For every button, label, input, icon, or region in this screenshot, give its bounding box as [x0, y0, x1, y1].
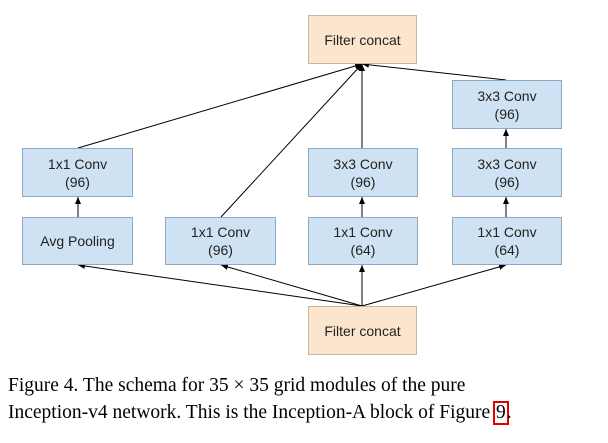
arrow-branch1-to-output [77, 63, 363, 149]
arrow-input-to-avg-pooling [77, 263, 363, 307]
node-label: 3x3 Conv [477, 155, 537, 172]
diagram-arrows [75, 61, 509, 307]
node-label: Avg Pooling [40, 233, 115, 249]
branch1-conv-1x1: 1x1 Conv (96) [22, 148, 133, 197]
arrow-branch2-to-output [220, 63, 363, 218]
branch4-conv-1x1: 1x1 Conv (64) [452, 217, 562, 265]
output-filter-concat: Filter concat [308, 15, 417, 64]
node-label: 1x1 Conv [477, 224, 537, 240]
caption-line-2: Inception-v4 network. This is the Incept… [8, 399, 604, 426]
branch3-conv-1x1: 1x1 Conv (64) [308, 217, 418, 265]
branch4-conv-3x3-top: 3x3 Conv (96) [452, 80, 562, 129]
caption-text: Inception-v4 network. This is the Incept… [8, 402, 496, 423]
branch1-avg-pooling: Avg Pooling [22, 217, 133, 265]
inception-a-diagram: Filter concat 3x3 Conv (96) 1x1 Conv (96… [22, 15, 562, 355]
node-label: 1x1 Conv [47, 155, 108, 172]
node-filters: (96) [208, 242, 233, 258]
caption-line-1: Figure 4. The schema for 35 × 35 grid mo… [8, 375, 466, 396]
caption-period: . [506, 402, 512, 423]
node-label: 1x1 Conv [333, 224, 393, 240]
node-label: 3x3 Conv [333, 155, 393, 172]
node-filters: (96) [65, 173, 90, 190]
node-label: Filter concat [324, 322, 401, 339]
node-label: Filter concat [324, 31, 401, 48]
branch4-conv-3x3-bottom: 3x3 Conv (96) [452, 148, 562, 197]
arrow-input-to-branch2-conv [220, 264, 363, 307]
node-label: 1x1 Conv [190, 224, 251, 240]
figure-caption: Figure 4. The schema for 35 × 35 grid mo… [8, 372, 604, 426]
arrow-branch4-to-output [361, 61, 507, 81]
branch2-conv-1x1: 1x1 Conv (96) [165, 217, 276, 265]
node-filters: (96) [494, 105, 520, 122]
node-filters: (64) [494, 242, 520, 258]
input-filter-concat: Filter concat [308, 306, 417, 355]
node-label: 3x3 Conv [477, 87, 537, 104]
node-filters: (96) [494, 173, 520, 190]
arrow-input-to-branch4-conv [361, 264, 507, 307]
figure-reference-link[interactable]: 9 [493, 401, 509, 425]
node-filters: (64) [350, 242, 376, 258]
node-filters: (96) [350, 173, 376, 190]
branch3-conv-3x3: 3x3 Conv (96) [308, 148, 418, 197]
